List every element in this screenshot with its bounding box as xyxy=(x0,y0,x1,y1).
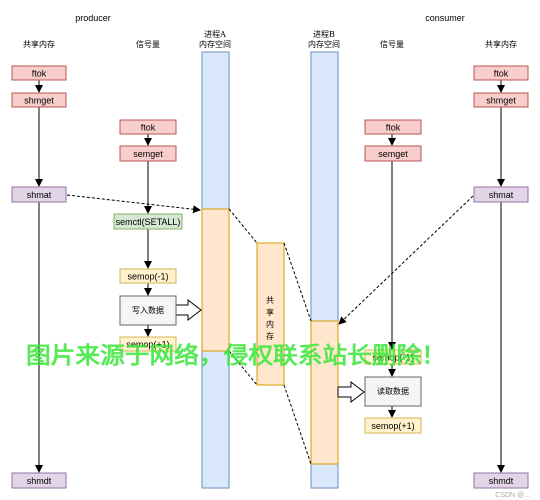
consumer-shmat-label: shmat xyxy=(489,190,514,200)
consumer-header: consumer xyxy=(425,13,465,23)
shm-right-label: 共享内存 xyxy=(485,39,517,49)
proc-b-label-1: 进程B xyxy=(313,30,335,39)
producer-write-label: 写入数据 xyxy=(132,305,164,315)
map-line-b-top xyxy=(283,242,312,322)
map-line-b-bottom xyxy=(283,384,312,465)
producer-semctl-box xyxy=(113,213,183,230)
producer-sem-ftok-label: ftok xyxy=(141,123,156,133)
sem-left-label: 信号量 xyxy=(136,39,160,49)
watermark-text: 图片来源于网络，侵权联系站长删除！ xyxy=(26,342,446,369)
producer-ftok-label: ftok xyxy=(32,69,47,79)
consumer-ftok-box xyxy=(473,65,529,81)
producer-shmat-label: shmat xyxy=(27,190,52,200)
shared-memory-char-4: 存 xyxy=(266,331,274,341)
map-line-a-bottom xyxy=(228,350,258,386)
proc-a-label-2: 内存空间 xyxy=(199,39,231,49)
shmat-attach-line-right xyxy=(338,195,474,325)
consumer-sem-ftok-box xyxy=(364,119,422,135)
consumer-read-label: 读取数据 xyxy=(377,386,409,396)
shared-memory-block xyxy=(256,242,285,386)
producer-semget-label: semget xyxy=(133,149,163,159)
map-line-a-top xyxy=(228,208,258,244)
shmat-attach-line-left xyxy=(66,194,201,214)
producer-shmdt-label: shmdt xyxy=(27,476,52,486)
producer-semctl-label: semctl(SETALL) xyxy=(116,217,181,227)
consumer-shmdt-box xyxy=(473,472,529,489)
sem-right-label: 信号量 xyxy=(380,39,404,49)
producer-sem-ftok-box xyxy=(119,119,177,135)
consumer-sem-ftok-label: ftok xyxy=(386,123,401,133)
consumer-read-box xyxy=(364,376,422,407)
consumer-semop-unlock-label: semop(+1) xyxy=(371,421,414,431)
footer-credit: CSDN @... xyxy=(495,492,530,499)
proc-b-label-2: 内存空间 xyxy=(308,39,340,49)
producer-shmget-box xyxy=(11,92,67,108)
producer-ftok-box xyxy=(11,65,67,81)
read-arrow-icon xyxy=(337,380,365,404)
consumer-shmget-label: shmget xyxy=(486,96,516,106)
shared-memory-char-3: 内 xyxy=(266,319,274,329)
consumer-shmget-box xyxy=(473,92,529,108)
consumer-ftok-label: ftok xyxy=(494,69,509,79)
producer-header: producer xyxy=(75,13,111,23)
producer-shmget-label: shmget xyxy=(24,96,54,106)
consumer-semget-box xyxy=(364,145,422,162)
consumer-semop-lock-box xyxy=(364,349,422,365)
producer-shmdt-box xyxy=(11,472,67,489)
consumer-semop-lock-label: semop(-1) xyxy=(372,353,413,363)
shm-left-label: 共享内存 xyxy=(23,39,55,49)
consumer-shmdt-label: shmdt xyxy=(489,476,514,486)
process-b-mapped-region xyxy=(310,320,339,465)
process-a-mapped-region xyxy=(201,208,230,352)
shared-memory-char-1: 共 xyxy=(266,296,274,305)
producer-semop-lock-box xyxy=(119,268,177,284)
producer-semop-unlock-label: semop(+1) xyxy=(126,340,169,350)
producer-semop-lock-label: semop(-1) xyxy=(127,272,168,282)
producer-shmat-box xyxy=(11,186,67,203)
consumer-shmat-box xyxy=(473,186,529,203)
producer-semop-unlock-box xyxy=(119,336,177,352)
shared-memory-char-2: 享 xyxy=(266,307,274,317)
write-arrow-icon xyxy=(175,298,202,322)
consumer-semop-unlock-box xyxy=(364,417,422,434)
producer-semget-box xyxy=(119,145,177,162)
proc-a-label-1: 进程A xyxy=(204,30,226,39)
consumer-semget-label: semget xyxy=(378,149,408,159)
producer-write-box xyxy=(119,295,177,326)
